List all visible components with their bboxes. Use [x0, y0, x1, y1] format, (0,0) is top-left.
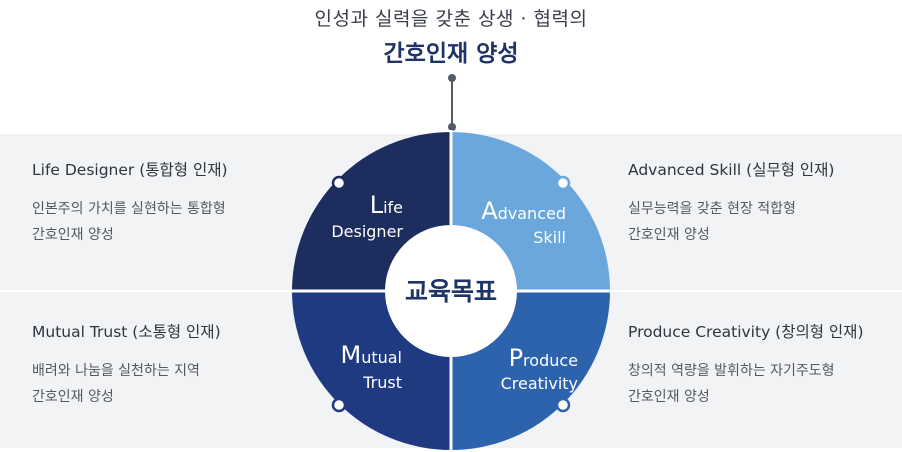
mutual-trust-desc: 배려와 나눔을 실천하는 지역 간호인재 양성	[32, 358, 221, 410]
produce-creativity-text: Produce Creativity (창의형 인재) 창의적 역량을 발휘하는…	[628, 320, 864, 410]
life-designer-desc: 인본주의 가치를 실현하는 통합형 간호인재 양성	[32, 196, 228, 248]
ring-dot-life	[331, 175, 347, 191]
produce-creativity-desc-line1: 창의적 역량을 발휘하는 자기주도형	[628, 363, 835, 379]
center-circle	[385, 225, 517, 357]
produce-label-line1: Produce	[509, 344, 578, 372]
advanced-skill-desc: 실무능력을 갖춘 현장 적합형 간호인재 양성	[628, 196, 834, 248]
header-subtitle: 인성과 실력을 갖춘 상생 · 협력의	[314, 8, 588, 30]
life-designer-text: Life Designer (통합형 인재) 인본주의 가치를 실현하는 통합형…	[32, 158, 228, 248]
life-initial: L	[370, 191, 384, 219]
life-label-line1: Life	[370, 191, 403, 219]
ring-dot-advanced	[555, 175, 571, 191]
mutual-trust-desc-line1: 배려와 나눔을 실천하는 지역	[32, 363, 200, 379]
life-designer-desc-line1: 인본주의 가치를 실현하는 통합형	[32, 201, 226, 217]
mutual-rest: utual	[361, 348, 402, 367]
advanced-skill-desc-line1: 실무능력을 갖춘 현장 적합형	[628, 201, 796, 217]
life-rest: ife	[383, 198, 403, 217]
connector-line	[451, 78, 453, 126]
produce-label-line2: Creativity	[501, 374, 578, 393]
mutual-initial: M	[340, 341, 361, 369]
produce-creativity-title: Produce Creativity (창의형 인재)	[628, 323, 864, 341]
mutual-trust-text: Mutual Trust (소통형 인재) 배려와 나눔을 실천하는 지역 간호…	[32, 320, 221, 410]
life-designer-title: Life Designer (통합형 인재)	[32, 161, 228, 179]
mutual-trust-desc-line2: 간호인재 양성	[32, 389, 114, 405]
ring-dot-produce	[555, 397, 571, 413]
advanced-label-line2: Skill	[533, 228, 566, 247]
connector-bottom-dot	[447, 123, 456, 131]
advanced-label-line1: Advanced	[481, 197, 566, 225]
produce-creativity-desc: 창의적 역량을 발휘하는 자기주도형 간호인재 양성	[628, 358, 864, 410]
produce-rest: roduce	[523, 351, 578, 370]
advanced-skill-text: Advanced Skill (실무형 인재) 실무능력을 갖춘 현장 적합형 …	[628, 158, 834, 248]
mutual-label-line1: Mutual	[340, 341, 402, 369]
mutual-label-line2: Trust	[362, 373, 402, 392]
ring-dot-mutual	[331, 397, 347, 413]
advanced-initial: A	[481, 197, 498, 225]
advanced-rest: dvanced	[498, 204, 566, 223]
center-label: 교육목표	[405, 277, 497, 306]
mutual-trust-title: Mutual Trust (소통형 인재)	[32, 323, 221, 341]
produce-initial: P	[509, 344, 523, 372]
advanced-skill-title: Advanced Skill (실무형 인재)	[628, 161, 835, 179]
life-designer-desc-line2: 간호인재 양성	[32, 227, 114, 243]
header-title: 간호인재 양성	[383, 41, 519, 67]
produce-creativity-desc-line2: 간호인재 양성	[628, 389, 710, 405]
advanced-skill-desc-line2: 간호인재 양성	[628, 227, 710, 243]
life-label-line2: Designer	[331, 222, 403, 241]
